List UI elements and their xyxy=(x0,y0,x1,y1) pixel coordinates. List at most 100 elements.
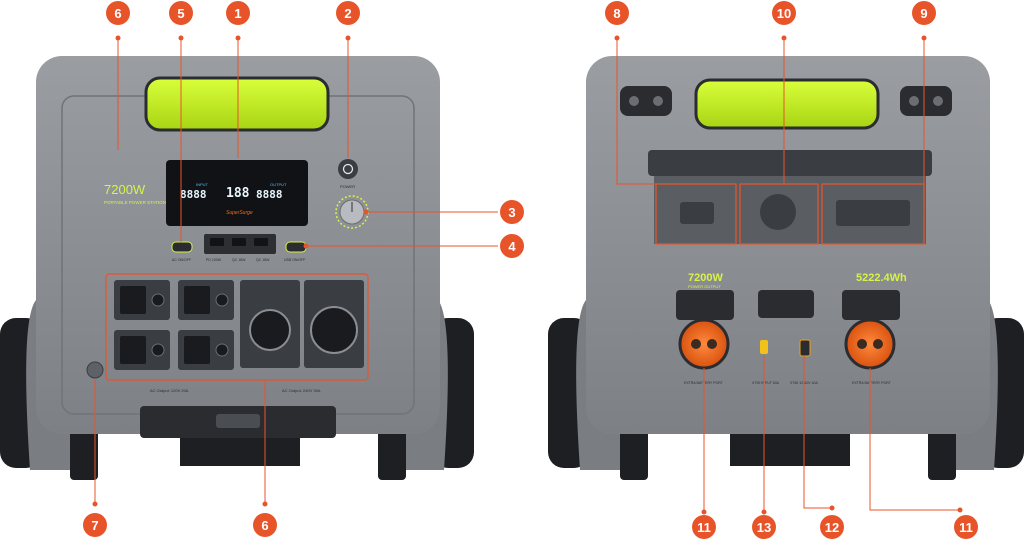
callout-badge-3: 3 xyxy=(500,200,524,224)
front-handle xyxy=(144,76,330,132)
callout-badge-13: 13 xyxy=(752,515,776,539)
extra-battery-port-left[interactable] xyxy=(678,318,730,370)
svg-text:4: 4 xyxy=(508,239,516,254)
back-foot-left xyxy=(620,430,648,480)
mount-hole xyxy=(629,96,639,106)
back-output-label: 7200W xyxy=(688,272,723,284)
grounding-screw[interactable] xyxy=(86,361,104,379)
usb-port-label-3: QC 18W xyxy=(256,258,270,262)
ac-output-120-label: AC Output: 120V 20A xyxy=(150,388,189,393)
ac-breaker[interactable] xyxy=(151,343,165,357)
usb-port-2[interactable] xyxy=(232,238,246,246)
back-foot-right xyxy=(928,430,956,480)
callout-badge-8: 8 xyxy=(605,1,629,25)
ac-outlet-face xyxy=(184,286,210,314)
port-bay-highlight-9 xyxy=(821,183,925,245)
svg-text:6: 6 xyxy=(114,6,121,21)
ac-breaker[interactable] xyxy=(215,343,229,357)
ac-outlet-face xyxy=(184,336,210,364)
svg-text:7: 7 xyxy=(91,518,98,533)
callout-badge-12: 12 xyxy=(820,515,844,539)
front-capacity-label: 7200W xyxy=(104,182,146,197)
back-output-sub: POWER OUTPUT xyxy=(688,284,721,289)
callout-badge-10: 10 xyxy=(772,1,796,25)
port-pin xyxy=(857,339,867,349)
mount-hole xyxy=(653,96,663,106)
front-capacity-sub: PORTABLE POWER STATION xyxy=(104,200,166,205)
back-mount-right xyxy=(900,86,952,116)
port-pin xyxy=(707,339,717,349)
mount-hole xyxy=(909,96,919,106)
callout-lines xyxy=(92,35,963,515)
bay-connector-c[interactable] xyxy=(836,200,910,226)
usb-on-off-label: USB ON/OFF xyxy=(284,258,305,262)
ac-outlets-240v xyxy=(240,280,364,368)
front-foot-left xyxy=(70,430,98,480)
power-label: POWER xyxy=(340,184,355,189)
svg-text:3: 3 xyxy=(508,205,515,220)
svg-text:1: 1 xyxy=(234,6,241,21)
callout-badge-11-right: 11 xyxy=(954,515,978,539)
battery-port-cover xyxy=(842,290,900,320)
xt90-input-port[interactable] xyxy=(760,340,768,354)
screen-input-label: INPUT xyxy=(196,182,209,187)
front-foot-right xyxy=(378,430,406,480)
callout-badge-6-front: 6 xyxy=(106,1,130,25)
ac-outlet-face xyxy=(120,286,146,314)
bay-connector-a[interactable] xyxy=(680,202,714,224)
screen-output-label: OUTPUT xyxy=(270,182,287,187)
screen-percent-value: 188 xyxy=(226,186,250,201)
power-icon xyxy=(342,163,354,175)
usb-port-label-1: PD 100W xyxy=(206,258,222,262)
screen-input-value: 8888 xyxy=(180,188,207,201)
port-pin xyxy=(873,339,883,349)
small-port-label-1: XT90 INPUT 60A xyxy=(752,381,780,385)
ac-on-off-label: AC ON/OFF xyxy=(172,258,191,262)
xt60-port[interactable] xyxy=(799,339,811,357)
svg-text:12: 12 xyxy=(825,520,839,535)
usb-port-label-2: QC 18W xyxy=(232,258,246,262)
ac-outlet-highlight xyxy=(105,273,369,381)
usb-port-1[interactable] xyxy=(210,238,224,246)
svg-text:6: 6 xyxy=(261,518,268,533)
ac-breaker[interactable] xyxy=(215,293,229,307)
extra-battery-port-right[interactable] xyxy=(844,318,896,370)
svg-text:13: 13 xyxy=(757,520,771,535)
callout-badge-2: 2 xyxy=(336,1,360,25)
callout-badge-11-left: 11 xyxy=(692,515,716,539)
ac-240-outlet[interactable] xyxy=(310,306,358,354)
battery-port-cover xyxy=(676,290,734,320)
svg-text:8: 8 xyxy=(613,6,620,21)
ac-on-off-switch[interactable] xyxy=(171,241,193,253)
front-bottom-tab-slot xyxy=(216,414,260,428)
svg-text:11: 11 xyxy=(959,520,973,535)
svg-text:10: 10 xyxy=(777,6,791,21)
ac-outlet-face xyxy=(120,336,146,364)
port-bay-highlight-10 xyxy=(739,183,819,245)
back-handle xyxy=(694,78,880,130)
screen-output-value: 8888 xyxy=(256,188,283,201)
callout-badge-9: 9 xyxy=(912,1,936,25)
power-button[interactable] xyxy=(338,159,358,179)
port-pin xyxy=(691,339,701,349)
callout-badge-7: 7 xyxy=(83,513,107,537)
ac-outlets-120v xyxy=(114,280,234,370)
callout-badge-5: 5 xyxy=(169,1,193,25)
screen-brand: SuperSurge xyxy=(226,210,253,216)
ac-output-240-label: AC Output: 240V 30A xyxy=(282,388,321,393)
back-mount-left xyxy=(620,86,672,116)
front-unit: 7200W PORTABLE POWER STATION INPUT 8888 … xyxy=(0,56,474,480)
usb-port-3[interactable] xyxy=(254,238,268,246)
mount-hole xyxy=(933,96,943,106)
svg-text:9: 9 xyxy=(920,6,927,21)
back-port-bay-lid xyxy=(648,150,932,176)
back-unit: 7200W POWER OUTPUT 5222.4Wh EXTRA BATTER… xyxy=(548,56,1024,480)
small-port-cover xyxy=(758,290,814,318)
back-capacity-label: 5222.4Wh xyxy=(856,272,907,284)
usb-on-off-switch[interactable] xyxy=(285,241,307,253)
bay-connector-b[interactable] xyxy=(760,194,796,230)
ac-240-outlet[interactable] xyxy=(249,309,291,351)
callout-badge-4: 4 xyxy=(500,234,524,258)
ac-breaker[interactable] xyxy=(151,293,165,307)
